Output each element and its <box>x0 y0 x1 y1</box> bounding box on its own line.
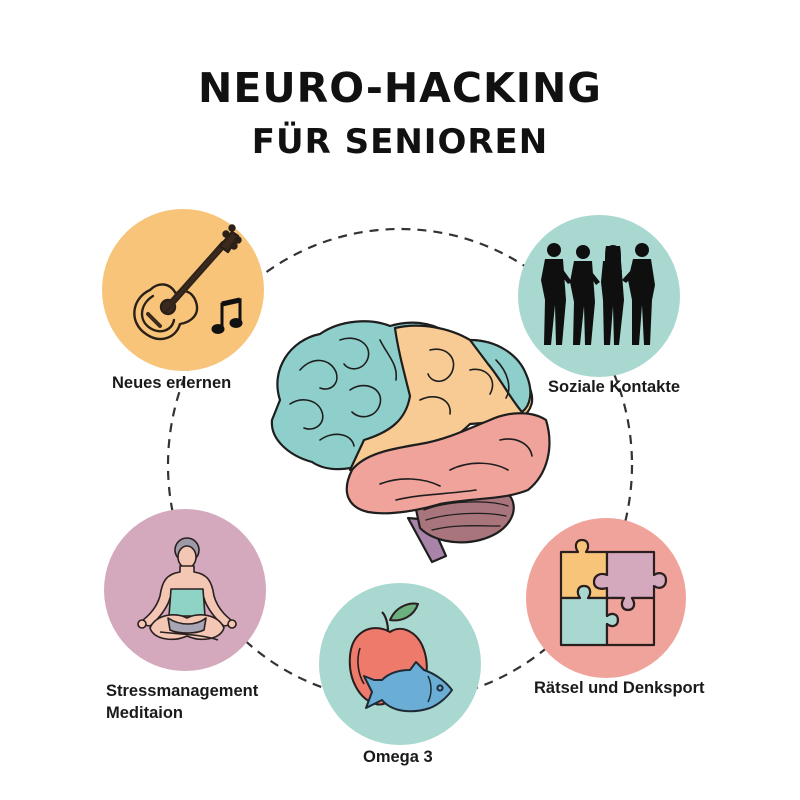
brain-temporal <box>345 412 551 515</box>
label-raetsel-denksport: Rätsel und Denksport <box>534 679 705 697</box>
teal-circle <box>518 215 680 377</box>
item-stressmanagement-circle <box>104 509 266 671</box>
label-soziale-kontakte: Soziale Kontakte <box>548 378 681 396</box>
brain-icon <box>270 320 551 564</box>
meditation-person-icon <box>137 537 237 641</box>
item-neues-erlernen-circle <box>102 209 264 371</box>
item-soziale-kontakte-circle <box>518 215 680 377</box>
item-omega-3-circle <box>319 583 481 745</box>
puzzle-pieces-icon <box>559 538 668 647</box>
label-omega-3: Omega 3 <box>363 748 433 766</box>
dashed-ring <box>166 227 634 703</box>
fish-icon <box>363 661 453 713</box>
item-raetsel-circle <box>526 518 686 678</box>
guitar-icon <box>133 224 242 341</box>
music-note-icon <box>211 297 243 334</box>
label-stressmanagement: Stressmanagement <box>106 682 259 700</box>
label-neues-erlernen: Neues erlernen <box>112 374 232 392</box>
label-meditation: Meditaion <box>106 704 183 722</box>
people-silhouettes-icon <box>541 243 655 345</box>
page-subtitle: FÜR SENIOREN <box>251 122 549 162</box>
page-title: NEURO-HACKING <box>198 64 602 112</box>
